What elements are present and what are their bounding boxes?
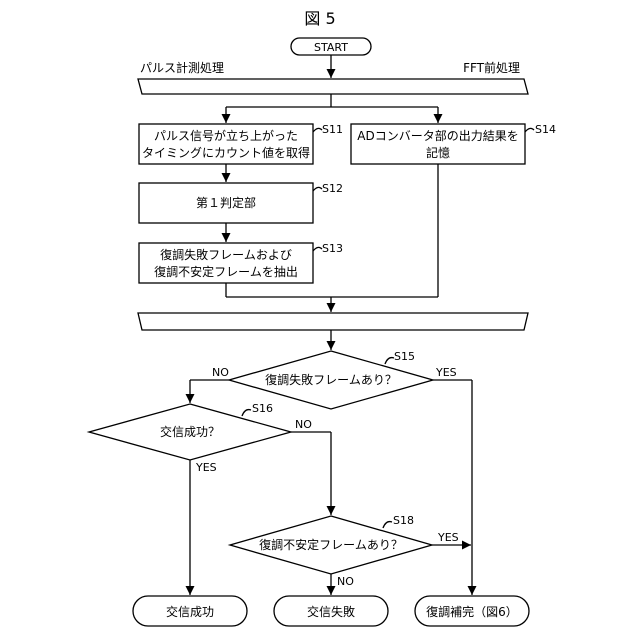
lane-label-fft: FFT前処理 bbox=[463, 60, 520, 75]
ref-leader bbox=[385, 358, 394, 364]
decision-s16-no: NO bbox=[295, 418, 312, 431]
parallel-fork-bar bbox=[138, 79, 528, 94]
ref-leader bbox=[242, 410, 251, 416]
start-label: START bbox=[314, 41, 348, 54]
decision-s16-text: 交信成功？ bbox=[160, 424, 220, 439]
step-s11-ref: S11 bbox=[322, 123, 343, 136]
step-s14-line1: ADコンバータ部の出力結果を bbox=[357, 128, 518, 143]
decision-s15-yes: YES bbox=[435, 366, 457, 379]
decision-s15-text: 復調失敗フレームあり？ bbox=[265, 372, 397, 387]
step-s13-ref: S13 bbox=[322, 242, 343, 255]
ref-leader bbox=[525, 128, 534, 132]
step-s11-line1: パルス信号が立ち上がった bbox=[154, 128, 298, 143]
decision-s15-no: NO bbox=[212, 366, 229, 379]
step-s12-line1: 第１判定部 bbox=[196, 195, 256, 210]
ref-leader bbox=[313, 187, 322, 191]
decision-s18-ref: S18 bbox=[393, 514, 414, 527]
decision-s18-text: 復調不安定フレームあり？ bbox=[259, 537, 403, 552]
ref-leader bbox=[383, 522, 392, 528]
ref-leader bbox=[313, 247, 322, 251]
step-s14-line2: 記憶 bbox=[426, 145, 450, 160]
decision-s16-yes: YES bbox=[195, 461, 217, 474]
parallel-join-bar bbox=[138, 313, 528, 330]
decision-s18-no: NO bbox=[337, 575, 354, 588]
figure-title: 図 5 bbox=[304, 9, 335, 28]
terminal-complement-label: 復調補完（図6） bbox=[426, 604, 518, 619]
decision-s18-yes: YES bbox=[437, 531, 459, 544]
step-s13-line2: 復調不安定フレームを抽出 bbox=[154, 264, 298, 279]
lane-label-pulse: パルス計測処理 bbox=[140, 60, 224, 75]
terminal-failure-label: 交信失敗 bbox=[307, 604, 355, 619]
terminal-success-label: 交信成功 bbox=[166, 604, 214, 619]
ref-leader bbox=[313, 128, 322, 132]
decision-s15-ref: S15 bbox=[394, 350, 415, 363]
step-s12-ref: S12 bbox=[322, 182, 343, 195]
decision-s16-ref: S16 bbox=[252, 402, 273, 415]
step-s13-line1: 復調失敗フレームおよび bbox=[160, 247, 292, 262]
step-s11-line2: タイミングにカウント値を取得 bbox=[142, 145, 310, 160]
step-s14-ref: S14 bbox=[535, 123, 556, 136]
